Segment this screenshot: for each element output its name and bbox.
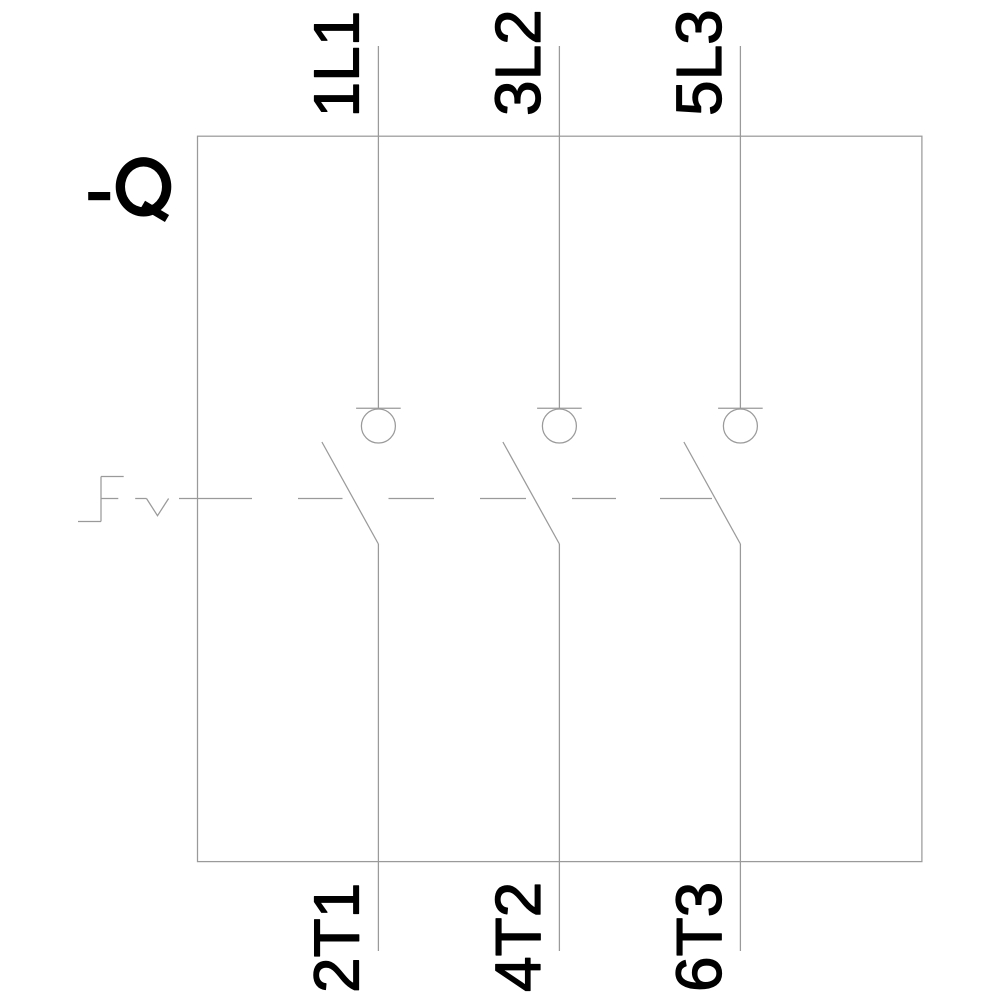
svg-text:1L1: 1L1 <box>301 11 373 118</box>
svg-text:4T2: 4T2 <box>482 882 554 992</box>
svg-text:5L3: 5L3 <box>663 9 735 116</box>
svg-text:3L2: 3L2 <box>482 9 554 116</box>
svg-text:2T1: 2T1 <box>301 883 373 993</box>
svg-text:6T3: 6T3 <box>663 882 735 992</box>
